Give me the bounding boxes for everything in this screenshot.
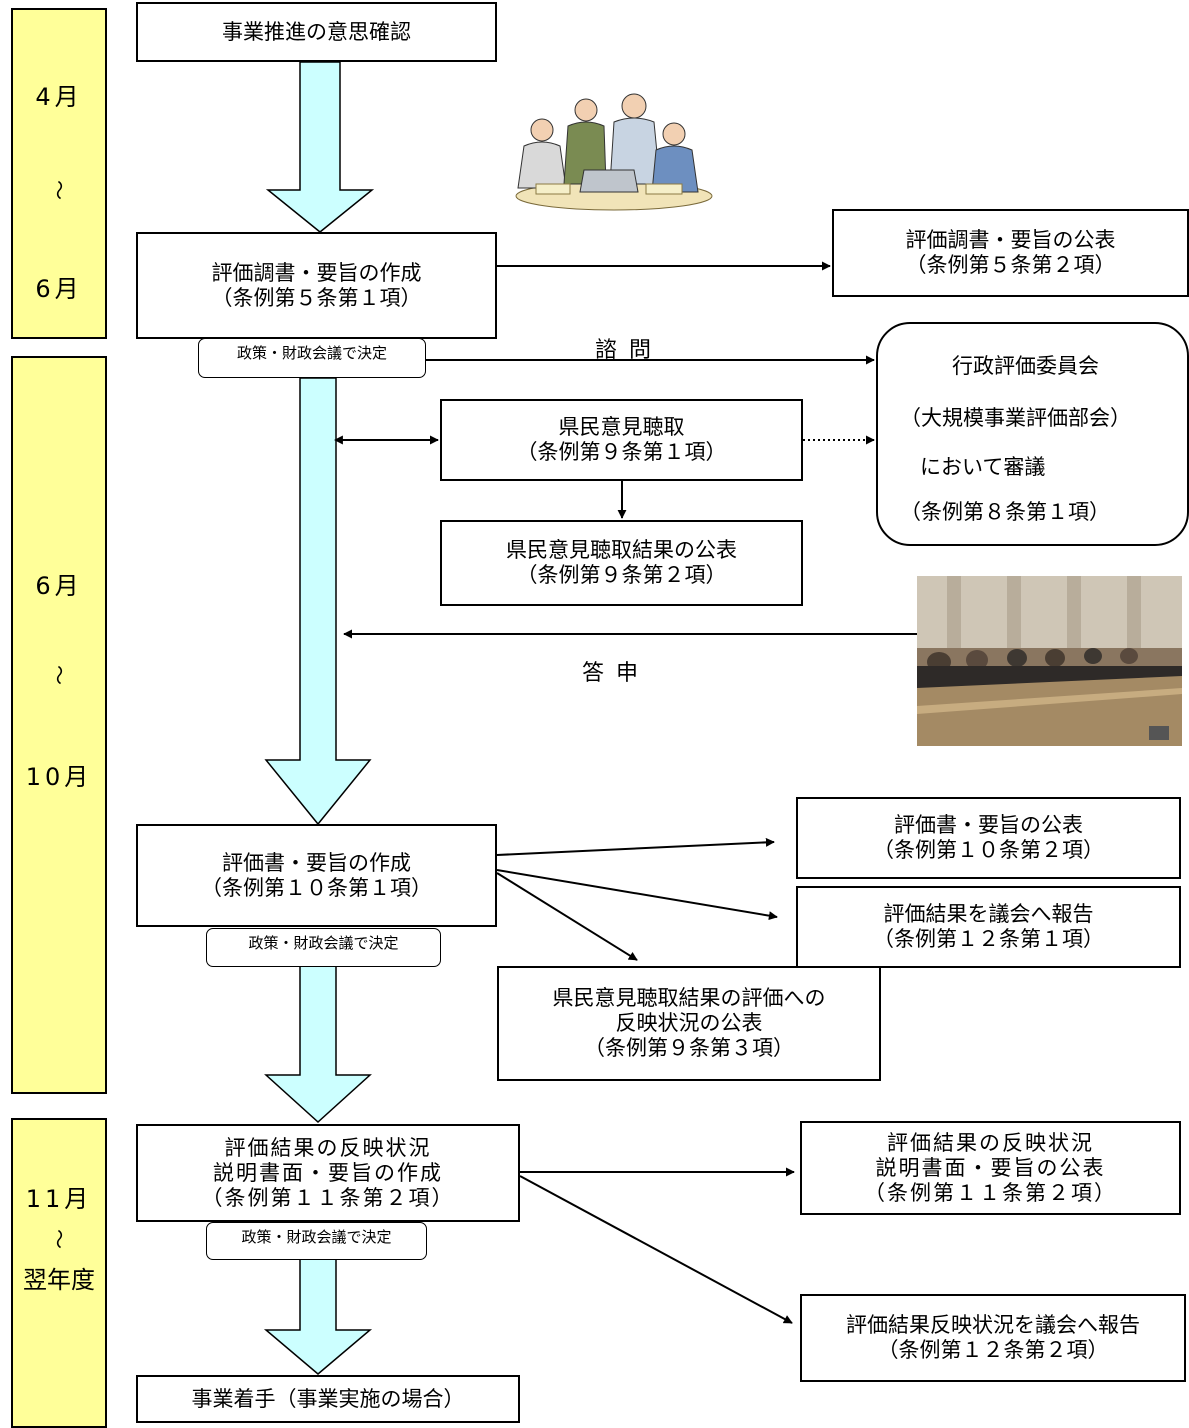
reflection-publish-box: 県民意見聴取結果の評価への 反映状況の公表 （条例第９条第３項） [497, 966, 881, 1081]
box-line: 評価調書・要旨の公表 [905, 228, 1116, 252]
box-line: 説明書面・要旨の公表 [875, 1155, 1106, 1180]
committee-line: 行政評価委員会 [952, 354, 1099, 378]
survey-publish-box: 評価調書・要旨の公表 （条例第５条第２項） [832, 209, 1189, 297]
arrow-status-report [519, 1175, 793, 1324]
committee-line: （条例第８条第１項） [900, 500, 1110, 524]
status-publish-box: 評価結果の反映状況 説明書面・要旨の公表 （条例第１１条第２項） [800, 1121, 1181, 1215]
period-bar-2: 6月 ～ 10月 [11, 356, 107, 1094]
period-bar-1: 4月 ～ 6月 [11, 8, 107, 339]
period-start: 11月 [25, 1185, 93, 1213]
eval-create-box: 評価書・要旨の作成 （条例第１０条第１項） [136, 824, 497, 927]
eval-publish-box: 評価書・要旨の公表 （条例第１０条第２項） [796, 797, 1181, 879]
box-line: （条例第９条第２項） [516, 563, 727, 587]
arrow-eval-publish [496, 837, 775, 856]
committee-photo [917, 576, 1182, 746]
meeting-clipart [515, 93, 713, 211]
box-line: （条例第９条第３項） [584, 1036, 794, 1060]
survey-create-box: 評価調書・要旨の作成 （条例第５条第１項） [136, 232, 497, 339]
period-start: 4月 [35, 83, 83, 111]
period-end: 6月 [35, 275, 83, 303]
period-tilde: ～ [47, 180, 71, 204]
box-line: 県民意見聴取 [558, 415, 685, 439]
box-line: （条例第５条第１項） [211, 285, 422, 310]
citizen-result-box: 県民意見聴取結果の公表 （条例第９条第２項） [440, 520, 803, 606]
box-line: （条例第５条第２項） [905, 253, 1116, 277]
period-tilde: ～ [47, 665, 71, 689]
period-end: 翌年度 [23, 1266, 95, 1294]
committee-line: において審議 [920, 455, 1046, 479]
arrow-eval-report [496, 869, 778, 921]
decision-badge-2: 政策・財政会議で決定 [206, 928, 441, 967]
box-line: （条例第１１条第２項） [201, 1185, 455, 1210]
box-line: 評価書・要旨の作成 [222, 850, 411, 875]
eval-report-box: 評価結果を議会へ報告 （条例第１２条第１項） [796, 886, 1181, 968]
box-line: 評価調書・要旨の作成 [211, 260, 422, 285]
box-line: （条例第１１条第２項） [864, 1180, 1117, 1205]
box-line: （条例第１０条第１項） [201, 875, 432, 900]
period-start: 6月 [35, 572, 83, 600]
box-line: 県民意見聴取結果の評価への [552, 986, 826, 1010]
box-line: （条例第１０条第２項） [873, 838, 1104, 862]
flow-arrow-1 [265, 61, 375, 233]
box-line: 評価結果反映状況を議会へ報告 [846, 1313, 1140, 1337]
box-line: 評価書・要旨の公表 [894, 813, 1083, 837]
committee-box: 行政評価委員会 （大規模事業評価部会） において審議 （条例第８条第１項） [876, 322, 1189, 546]
decision-badge-1: 政策・財政会議で決定 [198, 338, 426, 378]
citizen-hearing-box: 県民意見聴取 （条例第９条第１項） [440, 399, 803, 481]
decision-badge-3: 政策・財政会議で決定 [206, 1222, 427, 1260]
status-create-box: 評価結果の反映状況 説明書面・要旨の作成 （条例第１１条第２項） [136, 1124, 520, 1222]
project-start-box: 事業着手（事業実施の場合） [136, 1375, 520, 1423]
box-line: 事業着手（事業実施の場合） [191, 1386, 465, 1411]
box-line: 評価結果の反映状況 [887, 1130, 1094, 1155]
flow-arrow-2 [264, 377, 372, 826]
box-line: 反映状況の公表 [615, 1011, 763, 1035]
period-end: 10月 [25, 763, 93, 791]
consult-label: 諮問 [595, 338, 664, 363]
intent-confirm-box: 事業推進の意思確認 [136, 2, 497, 62]
box-line: 評価結果を議会へ報告 [883, 902, 1094, 926]
box-line: 評価結果の反映状況 [224, 1135, 432, 1160]
box-line: （条例第１２条第１項） [873, 927, 1104, 951]
flow-arrow-3 [264, 964, 372, 1124]
committee-line: （大規模事業評価部会） [900, 406, 1131, 430]
box-line: 事業推進の意思確認 [222, 19, 411, 44]
status-report-box: 評価結果反映状況を議会へ報告 （条例第１２条第２項） [800, 1294, 1186, 1382]
box-line: （条例第１２条第２項） [877, 1338, 1109, 1362]
reply-label: 答申 [582, 661, 651, 686]
box-line: 説明書面・要旨の作成 [213, 1160, 443, 1185]
box-line: （条例第９条第１項） [516, 440, 727, 464]
box-line: 県民意見聴取結果の公表 [506, 538, 737, 562]
period-bar-3: 11月 ～ 翌年度 [11, 1118, 107, 1428]
arrow-reflection-publish [496, 872, 638, 961]
